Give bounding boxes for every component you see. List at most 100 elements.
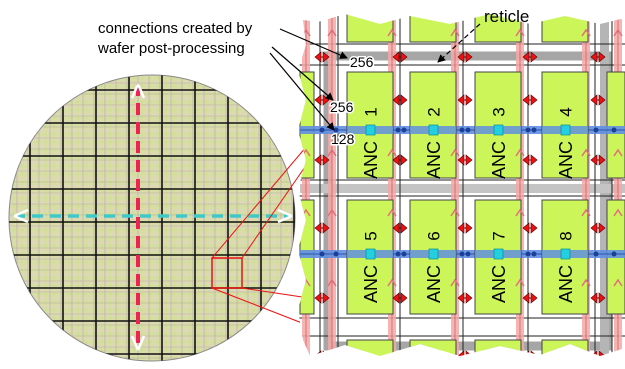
bus-dot: [333, 251, 339, 257]
red-double-arrow: [590, 51, 606, 63]
red-double-arrow: [590, 292, 606, 304]
chip-anc-label: ANC: [424, 141, 444, 179]
reticle-label: reticle: [484, 7, 529, 26]
reticle-pointer-arrow: [437, 23, 481, 63]
bus-dot: [319, 251, 325, 257]
chip-anc-label: ANC: [361, 141, 381, 179]
red-double-arrow: [522, 292, 538, 304]
horizontal-axis-arrowhead-right: [277, 208, 293, 224]
chip-anc-label: ANC: [489, 141, 509, 179]
pointer-arrow-2: [271, 46, 334, 101]
chip-number: 8: [556, 231, 575, 240]
bus-dot: [593, 251, 599, 257]
red-double-arrow: [590, 222, 606, 234]
connections-caption-line2: wafer post-processing: [97, 40, 245, 57]
bus-dot: [395, 127, 401, 133]
bus-dot: [525, 127, 531, 133]
chip-number: 7: [489, 231, 508, 240]
red-double-arrow: [457, 292, 473, 304]
wafer-axes: [13, 83, 293, 351]
red-arrowhead-left: [457, 350, 465, 356]
wafer-disc: [8, 74, 296, 362]
red-arrowhead-left: [522, 350, 530, 356]
vertical-link-arrowhead: [613, 148, 623, 157]
vertical-link-arrowhead: [387, 148, 397, 157]
connections-caption-line1: connections created by: [98, 20, 253, 37]
vertical-link-arrowhead: [387, 28, 397, 37]
vertical-link-arrowhead: [327, 208, 337, 217]
chip-partial: [541, 339, 589, 356]
chip-partial: [409, 14, 457, 43]
bus-dot: [333, 127, 339, 133]
red-double-arrow: [392, 94, 408, 106]
vertical-link-arrowhead: [515, 208, 525, 217]
chip-partial: [474, 339, 522, 356]
bus-dot: [465, 127, 471, 133]
pointer-arrow-1: [279, 28, 348, 59]
vertical-link-arrowhead: [327, 148, 337, 157]
red-arrowhead-left: [392, 350, 400, 356]
chip-partial: [346, 339, 394, 356]
vertical-link-arrowhead: [613, 278, 623, 287]
zoom-region-marker: [211, 257, 243, 289]
red-double-arrow: [522, 51, 538, 63]
red-double-arrow: [314, 154, 330, 166]
vertical-link-arrowhead: [450, 148, 460, 157]
vertical-link-arrowhead: [581, 28, 591, 37]
bus-dot: [401, 251, 407, 257]
red-arrowhead-right: [400, 350, 408, 356]
bus-width-256-top: 256: [350, 54, 374, 70]
chip-bus-node: [560, 248, 571, 260]
red-double-arrow: [314, 222, 330, 234]
chip-number: 5: [361, 231, 380, 240]
horizontal-axis-arrowhead-left: [13, 208, 29, 224]
chip-number: 1: [361, 107, 380, 116]
bus-dot: [401, 127, 407, 133]
vertical-link-arrowhead: [581, 148, 591, 157]
bus-width-256-mid: 256: [330, 99, 354, 115]
chip-partial: [299, 71, 315, 179]
red-double-arrow: [392, 350, 408, 356]
red-double-arrow: [457, 51, 473, 63]
bus-dot: [531, 127, 537, 133]
anc-chip: [409, 71, 457, 179]
vertical-link-arrowhead: [581, 278, 591, 287]
bus-dot: [611, 127, 617, 133]
chip-partial: [409, 339, 457, 356]
chip-partial: [346, 14, 394, 43]
chip-bus-node: [560, 124, 571, 136]
bus-dot: [319, 127, 325, 133]
vertical-link-arrowhead: [515, 278, 525, 287]
bus-dot: [611, 251, 617, 257]
red-double-arrow: [457, 94, 473, 106]
vertical-link-arrowhead: [387, 278, 397, 287]
annotations: connections created by wafer post-proces…: [97, 7, 529, 149]
chip-number: 4: [556, 107, 575, 116]
red-double-arrow: [392, 222, 408, 234]
chip-anc-label: ANC: [556, 141, 576, 179]
vertical-link-arrowhead: [450, 278, 460, 287]
red-double-arrow: [457, 154, 473, 166]
chip-number: 3: [489, 107, 508, 116]
wafer: [8, 74, 296, 362]
bus-dot: [459, 251, 465, 257]
red-double-arrow: [590, 350, 606, 356]
vertical-link-arrowhead: [613, 208, 623, 217]
vertical-link-arrowhead: [327, 28, 337, 37]
red-double-arrow: [457, 222, 473, 234]
bus-dot: [593, 127, 599, 133]
chip-bus-node: [428, 248, 439, 260]
bus-width-128: 128: [331, 131, 355, 147]
vertical-link-arrowhead: [450, 208, 460, 217]
red-double-arrow: [314, 51, 330, 63]
vertical-link-arrowhead: [613, 28, 623, 37]
anc-chip: [541, 71, 589, 179]
red-double-arrow: [457, 350, 473, 356]
vertical-link-arrowhead: [581, 208, 591, 217]
chip-bus-node: [428, 124, 439, 136]
chip-anc-label: ANC: [489, 265, 509, 303]
bus-dot: [531, 251, 537, 257]
